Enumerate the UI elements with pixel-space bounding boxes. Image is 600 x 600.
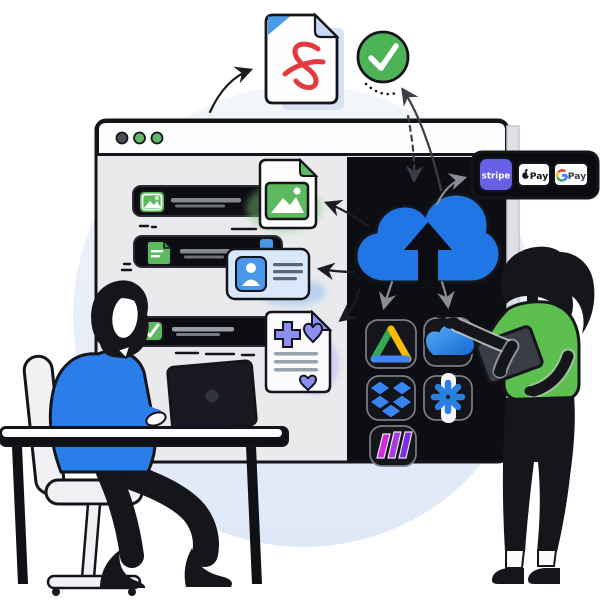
shoe [528, 568, 560, 584]
check-circle-icon [356, 30, 410, 84]
integration-tiles [365, 317, 477, 467]
google-g-icon [555, 169, 569, 182]
man-head [91, 280, 149, 360]
medical-document-icon [264, 309, 338, 394]
upload-arrow [404, 222, 452, 283]
pointing-hand [444, 317, 460, 329]
woman-with-tablet [433, 246, 595, 584]
arrow-to-drive [378, 280, 397, 311]
arrow-to-onedrive [437, 280, 455, 310]
acrobat-logo [282, 41, 326, 91]
man-legs [96, 457, 232, 588]
heart-icon [302, 322, 324, 344]
image-file-icon [246, 157, 322, 232]
shoe [492, 568, 524, 584]
books-icon [369, 425, 417, 467]
dashed-arrow-down [405, 114, 424, 184]
man-at-laptop [0, 280, 289, 596]
shoe [184, 548, 232, 587]
dropbox-icon [366, 375, 416, 421]
holding-arms [492, 338, 576, 399]
apple-icon [522, 168, 531, 179]
desk-legs [12, 446, 262, 584]
ink-scribbles [120, 224, 258, 357]
id-card-icon [225, 237, 326, 306]
foot [537, 549, 558, 567]
arrow-up-to-check [401, 87, 443, 192]
apple-pay-label: Pay [530, 171, 548, 182]
google-pay-badge: Pay [553, 162, 589, 187]
payment-badges: stripe Pay Pay [470, 150, 600, 200]
arrow-to-image-file [323, 199, 370, 228]
google-drive-icon [365, 319, 417, 369]
medical-cross [274, 321, 301, 348]
arrow-to-medical-doc [338, 288, 361, 323]
man-hand [145, 411, 167, 427]
laptop [166, 359, 258, 433]
snowflake-icon [423, 373, 473, 423]
stripe-label: stripe [482, 172, 511, 182]
apple-pay-badge: Pay [517, 162, 551, 187]
window-dot-2 [133, 131, 146, 145]
heart-icon [298, 374, 318, 392]
window-dot-3 [150, 131, 164, 145]
pointing-arm [433, 314, 514, 354]
pdf-file-icon [264, 12, 344, 110]
google-pay-label: Pay [568, 171, 586, 182]
desk [0, 426, 289, 447]
upload-list [120, 185, 296, 357]
shoe [100, 550, 146, 588]
stripe-badge: stripe [478, 157, 514, 192]
dotted-arc [364, 82, 398, 96]
flow-arrows [208, 66, 468, 323]
foot [505, 549, 526, 569]
woman-hair [500, 246, 595, 334]
arrow-to-id-card [316, 262, 356, 281]
laptop-logo [205, 389, 219, 403]
woman-pants [502, 396, 575, 552]
arrow-to-stripe [435, 173, 468, 206]
avatar [235, 256, 267, 292]
list-row-check [131, 316, 273, 347]
arrow-to-pdf [208, 66, 254, 114]
collar [116, 344, 132, 360]
window-dot-1 [115, 131, 129, 145]
